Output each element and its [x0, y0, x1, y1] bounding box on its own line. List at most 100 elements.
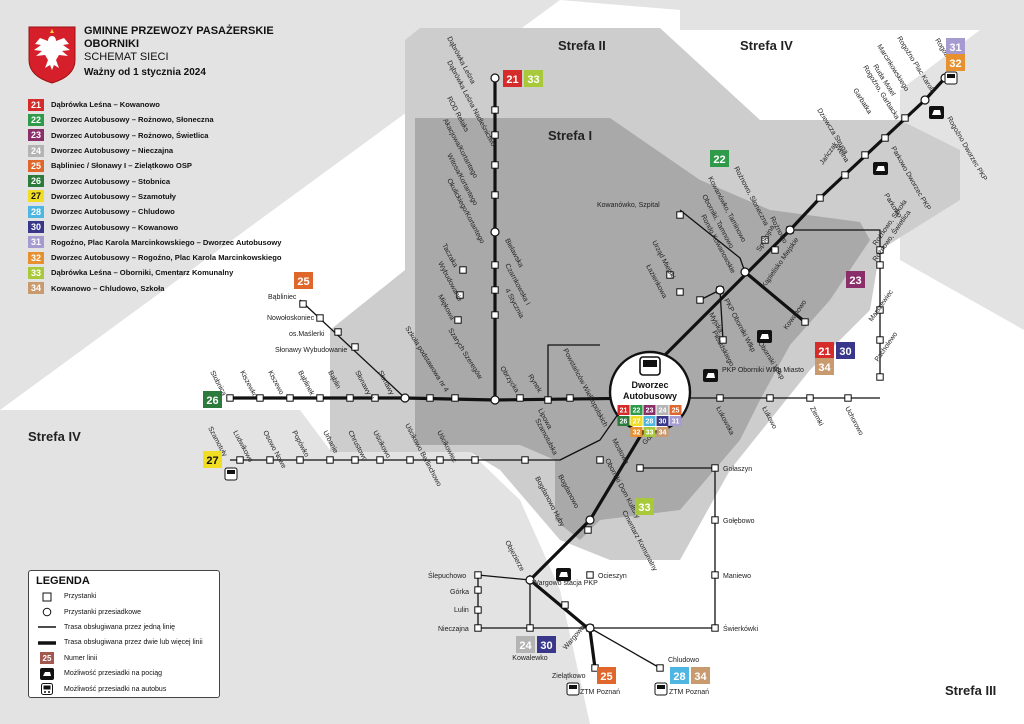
stop-marker[interactable]: [901, 114, 909, 122]
stop-marker[interactable]: [666, 271, 674, 279]
hub-line-badge-27[interactable]: [630, 416, 643, 426]
stop-marker[interactable]: [861, 151, 869, 159]
line-badge-26[interactable]: [203, 391, 222, 408]
stop-marker[interactable]: [256, 394, 264, 402]
line-badge-22[interactable]: [710, 150, 729, 167]
stop-marker[interactable]: [766, 394, 774, 402]
line-badge-33[interactable]: [524, 70, 543, 87]
stop-marker[interactable]: [316, 314, 324, 322]
hub-line-badge-22[interactable]: [630, 405, 643, 415]
stop-marker[interactable]: [491, 131, 499, 139]
transfer-stop-marker[interactable]: [585, 623, 595, 633]
stop-marker[interactable]: [474, 606, 482, 614]
stop-marker[interactable]: [474, 586, 482, 594]
stop-marker[interactable]: [236, 456, 244, 464]
stop-marker[interactable]: [844, 394, 852, 402]
stop-marker[interactable]: [761, 236, 769, 244]
stop-marker[interactable]: [454, 316, 462, 324]
stop-marker[interactable]: [526, 624, 534, 632]
hub-line-badge-24[interactable]: [656, 405, 669, 415]
stop-marker[interactable]: [491, 261, 499, 269]
hub-line-badge-21[interactable]: [617, 405, 630, 415]
hub-line-badge-23[interactable]: [643, 405, 656, 415]
transfer-stop-marker[interactable]: [920, 95, 930, 105]
line-badge-28[interactable]: [670, 667, 689, 684]
stop-marker[interactable]: [716, 394, 724, 402]
stop-marker[interactable]: [596, 456, 604, 464]
line-badge-24[interactable]: [516, 636, 535, 653]
stop-marker[interactable]: [451, 394, 459, 402]
stop-marker[interactable]: [491, 286, 499, 294]
stop-marker[interactable]: [876, 373, 884, 381]
stop-marker[interactable]: [566, 394, 574, 402]
stop-marker[interactable]: [696, 296, 704, 304]
line-badge-23[interactable]: [846, 271, 865, 288]
line-badge-33[interactable]: [635, 498, 654, 515]
stop-marker[interactable]: [471, 456, 479, 464]
stop-marker[interactable]: [816, 194, 824, 202]
stop-marker[interactable]: [806, 394, 814, 402]
line-badge-34[interactable]: [691, 667, 710, 684]
stop-marker[interactable]: [584, 526, 592, 534]
hub-line-badge-34[interactable]: [656, 427, 669, 437]
stop-marker[interactable]: [544, 396, 552, 404]
stop-marker[interactable]: [841, 171, 849, 179]
stop-marker[interactable]: [876, 306, 884, 314]
stop-marker[interactable]: [711, 571, 719, 579]
stop-marker[interactable]: [711, 624, 719, 632]
stop-marker[interactable]: [316, 394, 324, 402]
stop-marker[interactable]: [516, 394, 524, 402]
transfer-stop-marker[interactable]: [740, 267, 750, 277]
stop-marker[interactable]: [371, 394, 379, 402]
line-badge-32[interactable]: [946, 54, 965, 71]
line-badge-34[interactable]: [815, 358, 834, 375]
transfer-stop-marker[interactable]: [490, 227, 500, 237]
stop-marker[interactable]: [456, 291, 464, 299]
stop-marker[interactable]: [296, 456, 304, 464]
hub-line-badge-33[interactable]: [643, 427, 656, 437]
stop-marker[interactable]: [711, 464, 719, 472]
stop-marker[interactable]: [586, 571, 594, 579]
transfer-stop-marker[interactable]: [525, 575, 535, 585]
line-badge-30[interactable]: [836, 342, 855, 359]
stop-marker[interactable]: [436, 456, 444, 464]
hub-line-badge-32[interactable]: [630, 427, 643, 437]
line-badge-21[interactable]: [815, 342, 834, 359]
transfer-stop-marker[interactable]: [490, 395, 500, 405]
stop-marker[interactable]: [676, 288, 684, 296]
hub-line-badge-28[interactable]: [643, 416, 656, 426]
stop-marker[interactable]: [286, 394, 294, 402]
stop-marker[interactable]: [351, 456, 359, 464]
stop-marker[interactable]: [474, 571, 482, 579]
stop-marker[interactable]: [876, 261, 884, 269]
stop-marker[interactable]: [491, 106, 499, 114]
transfer-stop-marker[interactable]: [585, 515, 595, 525]
hub-line-badge-25[interactable]: [669, 405, 682, 415]
stop-marker[interactable]: [561, 601, 569, 609]
stop-marker[interactable]: [334, 328, 342, 336]
stop-marker[interactable]: [346, 394, 354, 402]
stop-marker[interactable]: [426, 394, 434, 402]
stop-marker[interactable]: [636, 464, 644, 472]
transfer-stop-marker[interactable]: [715, 285, 725, 295]
stop-marker[interactable]: [299, 300, 307, 308]
stop-marker[interactable]: [711, 516, 719, 524]
stop-marker[interactable]: [521, 456, 529, 464]
stop-marker[interactable]: [406, 456, 414, 464]
hub-line-badge-30[interactable]: [656, 416, 669, 426]
hub-line-badge-31[interactable]: [669, 416, 682, 426]
line-badge-31[interactable]: [946, 38, 965, 55]
stop-marker[interactable]: [491, 311, 499, 319]
line-badge-27[interactable]: [203, 451, 222, 468]
